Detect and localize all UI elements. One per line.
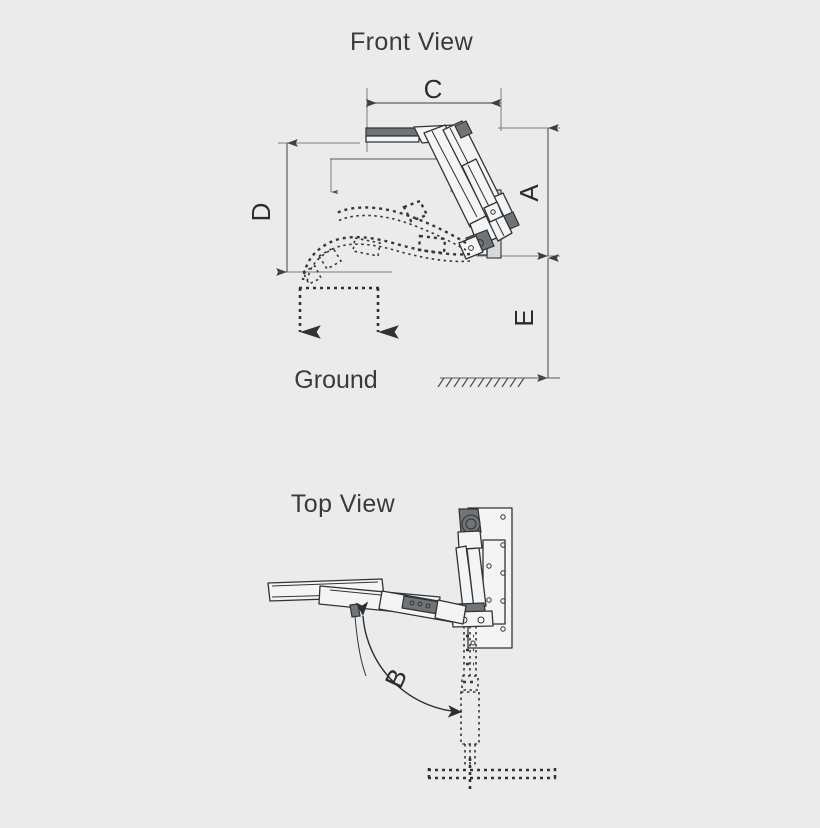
dimension-b-angle: B [355, 601, 463, 718]
front-view-boom-dashed-positions [301, 199, 471, 286]
top-view-title: Top View [291, 490, 396, 518]
dimension-label-b: B [379, 664, 414, 692]
dimension-label-a: A [514, 184, 544, 202]
dimension-label-c: C [424, 74, 443, 104]
top-view-group: Top View [267, 490, 557, 790]
ground-hatching [437, 377, 525, 388]
front-view-title: Front View [350, 28, 474, 56]
reach-span-bracket-dotted [298, 286, 399, 339]
top-view-boom-rotated-dashed [460, 626, 480, 766]
top-view-width-dimension-dotted [427, 758, 557, 790]
dimension-label-e: E [509, 309, 539, 326]
dimension-c: C [365, 74, 502, 131]
front-view-group: Front View C A E D [246, 28, 560, 394]
dimension-d: D [246, 139, 392, 276]
top-view-telescopic-boom [267, 578, 467, 677]
front-view-boom-assembly [365, 120, 520, 260]
dimension-e: E [509, 254, 559, 382]
ground-label: Ground [294, 366, 377, 394]
dimension-label-d: D [246, 203, 276, 222]
ground-reference: Ground [294, 366, 560, 394]
top-view-slew-assembly [451, 508, 494, 628]
lift-span-bracket [330, 158, 459, 195]
